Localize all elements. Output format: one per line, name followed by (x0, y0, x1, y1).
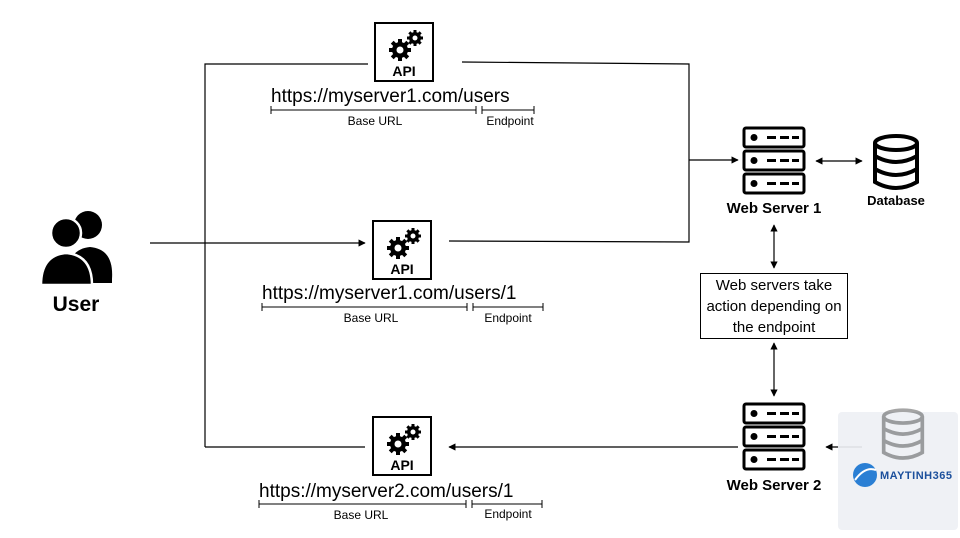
note-text: Web servers take action depending on the… (706, 276, 842, 336)
gears-icon (387, 424, 421, 455)
url-bracket-1 (270, 106, 535, 114)
api-label: API (390, 261, 414, 277)
api-url-2: https://myserver1.com/users/1 (262, 283, 517, 304)
server-label-2: Web Server 2 (726, 477, 822, 494)
server-rack-icon (742, 126, 806, 195)
base-url-label-2: Base URL (343, 311, 399, 325)
endpoint-label-1: Endpoint (486, 114, 534, 128)
api-box-2: API (372, 220, 432, 280)
url-bracket-2 (261, 303, 544, 311)
database-label: Database (867, 193, 925, 208)
user-label: User (52, 293, 100, 316)
note-box: Web servers take action depending on the… (700, 273, 848, 339)
watermark-text: MAYTINH365 (880, 470, 953, 482)
base-url-label-1: Base URL (347, 114, 403, 128)
server-rack-icon (742, 402, 806, 471)
api1-to-server1-wire (448, 61, 690, 243)
watermark-logo-icon (853, 463, 877, 487)
api-box-3: API (372, 416, 432, 476)
database-icon-faded (881, 408, 925, 460)
api-label: API (392, 63, 416, 79)
user-branch-wire (204, 63, 368, 447)
user-group-icon (39, 211, 113, 287)
endpoint-label-2: Endpoint (484, 311, 532, 325)
api-box-1: API (374, 22, 434, 82)
api-label: API (390, 457, 414, 473)
endpoint-label-3: Endpoint (484, 507, 532, 521)
base-url-label-3: Base URL (333, 508, 389, 522)
api-url-3: https://myserver2.com/users/1 (259, 481, 514, 502)
gears-icon (389, 30, 423, 61)
server-label-1: Web Server 1 (726, 200, 822, 217)
database-icon (873, 134, 919, 190)
gears-icon (387, 228, 421, 259)
url-bracket-3 (258, 500, 543, 508)
api-url-1: https://myserver1.com/users (271, 86, 510, 107)
